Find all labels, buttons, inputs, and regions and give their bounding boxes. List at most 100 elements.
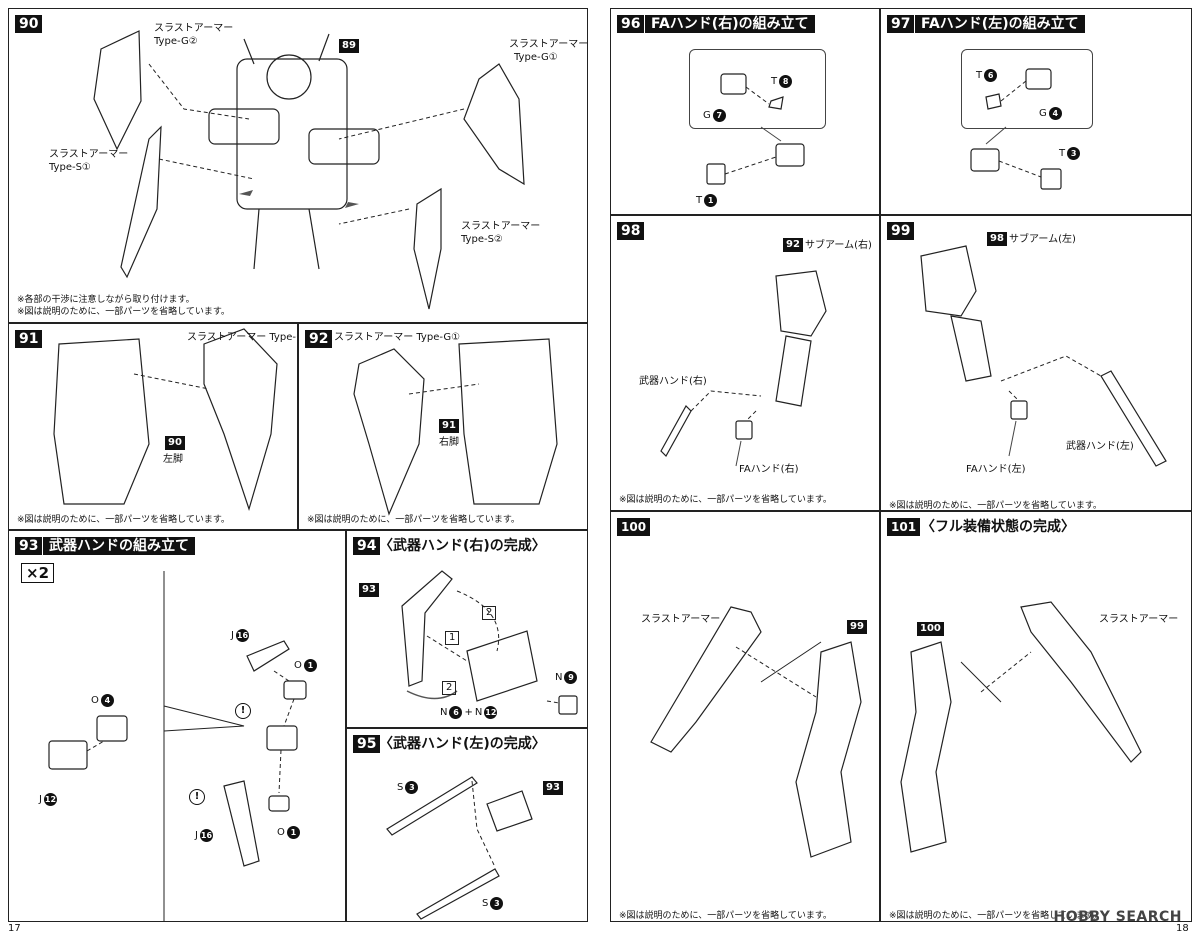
caution-icon: !	[235, 703, 251, 719]
step-91-illustration	[53, 328, 278, 512]
part-t1-num: 1	[704, 194, 718, 207]
part-n12-letter: N	[474, 707, 483, 718]
ref-step-92: 92	[783, 238, 803, 252]
label-sub-arm-right: サブアーム(右)	[805, 240, 872, 251]
part-j16-lower-letter: J	[195, 830, 198, 841]
label-fa-hand-left: FAハンド(左)	[966, 464, 1026, 475]
note-omitted: ※図は説明のために、一部パーツを省略しています。	[619, 911, 832, 921]
page-number-right: 18	[1176, 923, 1189, 934]
step-number: 101	[887, 518, 921, 536]
step-96-illustration	[706, 73, 805, 185]
label-type-g2: スラストアーマー Type-G②	[187, 332, 297, 343]
part-o1-lower-num: 1	[286, 826, 300, 839]
part-n9-num: 9	[564, 671, 578, 684]
step-number: 99	[887, 222, 915, 240]
part-g7-num: 7	[712, 109, 726, 122]
quantity-multiplier: ×2	[21, 563, 55, 583]
page-number-left: 17	[8, 923, 21, 934]
ref-step-100: 100	[917, 622, 944, 636]
part-o4-letter: O	[91, 695, 99, 706]
note-interference: ※各部の干渉に注意しながら取り付けます。	[17, 295, 195, 305]
label-fa-hand-right: FAハンド(右)	[739, 464, 799, 475]
step-title: FAハンド(右)の組み立て	[645, 15, 815, 33]
part-s3-upper-letter: S	[397, 782, 404, 793]
part-j16-upper-letter: J	[231, 630, 234, 641]
plus-sign: +	[464, 707, 473, 718]
part-j12-num: 12	[43, 793, 57, 806]
label-type-g1-b: Type-G①	[514, 52, 558, 63]
label-right-leg: 右脚	[439, 437, 459, 448]
label-type-s1-b: Type-S①	[49, 162, 91, 173]
ref-step-93: 93	[543, 781, 563, 795]
part-o1-upper-letter: O	[294, 660, 302, 671]
part-s3-lower-letter: S	[482, 898, 489, 909]
step-title: 武器ハンドの組み立て	[43, 537, 195, 555]
left-page: 90	[8, 8, 590, 934]
step-97-illustration	[970, 68, 1062, 190]
part-t6-num: 6	[984, 69, 998, 82]
label-sub-arm-left: サブアーム(左)	[1009, 234, 1076, 245]
part-j16-upper-num: 16	[235, 629, 249, 642]
step-98-illustration	[660, 270, 827, 467]
step-99-panel: 99 98 サブアーム(左) 武器ハンド(左) FAハンド(左) ※図は説明のた…	[880, 215, 1192, 511]
label-type-s2-b: Type-S②	[461, 234, 503, 245]
step-number: 100	[617, 518, 651, 536]
step-93-illustration	[48, 571, 307, 921]
step-101-panel: 101 〈フル装備状態の完成〉 100 スラストアーマー ※図は説明のために、一…	[880, 511, 1192, 922]
order-2: 2	[442, 681, 457, 695]
ref-step-93: 93	[359, 583, 379, 597]
label-type-g2-b: Type-G②	[154, 36, 198, 47]
step-100-panel: 100 スラストアーマー 99 ※図は説明のために、一部パーツを省略しています。	[610, 511, 880, 922]
order-2: 2	[482, 606, 497, 620]
note-omitted: ※図は説明のために、一部パーツを省略しています。	[619, 495, 832, 505]
step-92-illustration	[353, 338, 558, 516]
order-1: 1	[445, 631, 460, 645]
part-n9-letter: N	[555, 672, 563, 683]
step-98-panel: 98 92 サブアーム(右) 武器ハンド(右) FAハンド(右) ※図は説明のた…	[610, 215, 880, 511]
part-s3-upper-num: 3	[405, 781, 419, 794]
step-title: 〈フル装備状態の完成〉	[921, 519, 1075, 535]
part-n6-letter: N	[440, 707, 448, 718]
step-title: 〈武器ハンド(左)の完成〉	[379, 736, 546, 752]
note-omitted: ※図は説明のために、一部パーツを省略しています。	[17, 307, 230, 317]
part-o4-num: 4	[100, 694, 114, 707]
part-t8-num: 8	[779, 75, 793, 88]
step-number: 94	[353, 537, 381, 555]
step-101-illustration	[900, 601, 1142, 853]
part-j16-lower-num: 16	[199, 829, 213, 842]
ref-step-89: 89	[339, 39, 359, 53]
label-weapon-hand-right: 武器ハンド(右)	[639, 376, 707, 387]
step-number: 96	[617, 15, 645, 33]
part-g4-num: 4	[1048, 107, 1062, 120]
part-o1-lower-letter: O	[277, 827, 285, 838]
step-number: 98	[617, 222, 645, 240]
step-92-panel: 92 スラストアーマー Type-G① 91 右脚 ※図は説明のために、一部パー…	[298, 323, 588, 530]
part-t3-num: 3	[1067, 147, 1081, 160]
step-100-illustration	[650, 606, 862, 858]
step-number: 92	[305, 330, 333, 348]
step-number: 95	[353, 735, 381, 753]
step-title: FAハンド(左)の組み立て	[915, 15, 1085, 33]
part-g4-letter: G	[1039, 108, 1047, 119]
note-omitted: ※図は説明のために、一部パーツを省略しています。	[17, 515, 230, 525]
part-t6-letter: T	[976, 70, 983, 81]
step-94-illustration	[401, 570, 578, 715]
step-number: 93	[15, 537, 43, 555]
note-omitted: ※図は説明のために、一部パーツを省略しています。	[889, 911, 1102, 921]
detail-bubble	[689, 49, 826, 129]
label-type-s1-a: スラストアーマー	[49, 149, 129, 160]
part-n12-num: 12	[484, 706, 498, 719]
ref-step-91: 91	[439, 419, 459, 433]
